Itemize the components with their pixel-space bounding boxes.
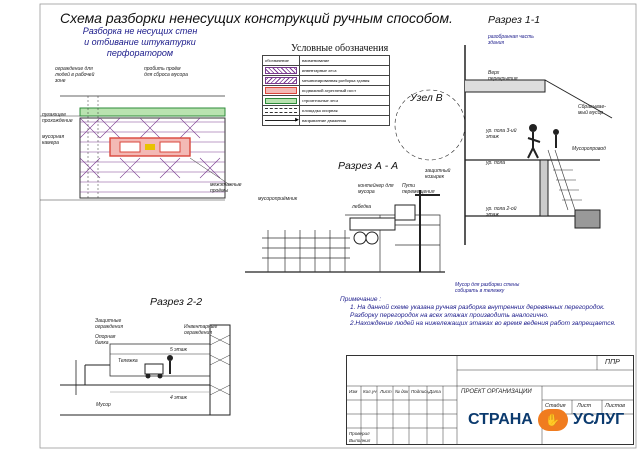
legend-swatch-direction: ▶ <box>262 115 300 126</box>
s11-label-lvl1: ур. пола 3-ий этаж <box>486 128 517 140</box>
s11-label-trash: Мусоропровод <box>572 146 606 152</box>
aa-label-b: мусороприёмник <box>258 196 298 202</box>
legend-item: механизированная разборка здания <box>299 75 390 86</box>
plan-label-c: пугающее прохождение <box>42 112 73 124</box>
stamp-stage: Листов <box>605 403 626 409</box>
left-plan-diagram <box>40 95 231 201</box>
stamp-col: Лист <box>380 389 392 394</box>
notes-heading: Примечание : <box>340 296 382 303</box>
stamp-col: № док <box>395 389 409 394</box>
legend-item: инвентарные леса <box>299 65 390 76</box>
notes-item: 1. На данной схеме указана ручная разбор… <box>350 304 605 319</box>
title-block-grid <box>347 356 633 444</box>
plan-label-a: ограждение для людей в рабочей зоне <box>55 66 95 84</box>
section-2-2-title: Разрез 2-2 <box>150 296 203 308</box>
s11-label-worker: Сбрасывае-мый мусор <box>578 104 606 116</box>
stamp-code: ППР <box>605 359 620 366</box>
s11-label-lvl0: ур. пола <box>486 160 506 166</box>
plan-label-b: пробить проём для сброса мусора <box>144 66 188 78</box>
stamp-col: Дата <box>429 389 441 394</box>
node-b-title: Узел В <box>410 92 443 104</box>
stamp-role: Выполнил <box>349 438 371 443</box>
legend-item: направление движения <box>299 115 390 126</box>
legend-item: подвижной агрегатный пост <box>299 85 390 96</box>
brand-left: СТРАНА <box>468 411 533 428</box>
s22-label-c: Тележка <box>118 358 138 364</box>
s22-label-f: 4 этаж <box>170 395 187 401</box>
aa-label-a: контейнер для мусора <box>358 183 394 195</box>
brand-logo: СТРАНА ✋ УСЛУГ <box>468 407 624 433</box>
s22-label-g: Инвентарные ограждения <box>184 324 218 336</box>
handshake-icon: ✋ <box>537 409 568 431</box>
stamp-col: Кол.уч <box>363 389 377 394</box>
s11-label-lvl2: ур. пола 2-ой этаж <box>486 206 517 218</box>
legend-table: обозначение наименование инвентарные лес… <box>262 55 390 126</box>
notes-item: 2.Нахождение людей на нижележащих этажах… <box>350 320 616 327</box>
legend-swatch-scaffold <box>262 65 300 76</box>
stamp-col: Изм <box>349 389 358 394</box>
page-title: Схема разборки ненесущих конструкций руч… <box>60 10 453 26</box>
s22-label-d: Мусор <box>96 402 111 408</box>
legend-title: Условные обозначения <box>291 43 389 54</box>
title-block: ППР ПРОЕКТ ОРГАНИЗАЦИИ Изм Кол.уч Лист №… <box>346 355 634 445</box>
stamp-org: ПРОЕКТ ОРГАНИЗАЦИИ <box>461 389 532 395</box>
legend-swatch-post <box>262 85 300 96</box>
s11-label-roof: Верх перекрытия <box>488 70 518 82</box>
legend-swatch-mechanized <box>262 75 300 86</box>
legend-item: строительные леса <box>299 95 390 106</box>
s22-label-e: 5 этаж <box>170 347 187 353</box>
section-a-a-title: Разрез А - А <box>338 160 399 172</box>
legend-header-name: наименование <box>299 55 390 66</box>
section-2-2-diagram <box>60 324 231 416</box>
stamp-col: Подпись <box>411 389 429 394</box>
plan-label-d: мусорная камера <box>42 134 65 146</box>
stamp-role: Проверил <box>349 431 370 436</box>
section-a-a-diagram <box>245 190 445 273</box>
aa-label-c: Пути перемещения <box>402 183 435 195</box>
aa-label-d: лебедка <box>352 204 372 210</box>
aa-label-e: защитный козырек <box>425 168 451 180</box>
s11-label-top: разобранная часть здания <box>488 34 534 46</box>
stamp-stage: Стадия <box>545 403 566 409</box>
stamp-stage: Лист <box>577 403 592 409</box>
section-1-1-title: Разрез 1-1 <box>488 14 541 26</box>
s22-label-a: Защитные ограждения <box>95 318 123 330</box>
legend-header-symbol: обозначение <box>262 55 300 66</box>
notes-block: Примечание : 1. На данной схеме указана … <box>340 296 630 328</box>
s22-label-b: Опорная балка <box>95 334 116 346</box>
legend-swatch-platform <box>262 105 300 116</box>
brand-right: УСЛУГ <box>572 411 625 428</box>
plan-label-e: межэтажные проёмы <box>210 182 242 194</box>
plan-subtitle: Разборка не несущих стен и отбивание шту… <box>82 26 198 58</box>
aa-label-f: Мусор для разборки стены собирать в теле… <box>455 282 520 294</box>
legend-swatch-construction <box>262 95 300 106</box>
section-1-1-diagram <box>394 45 613 245</box>
legend-item: площадка опорная <box>299 105 390 116</box>
